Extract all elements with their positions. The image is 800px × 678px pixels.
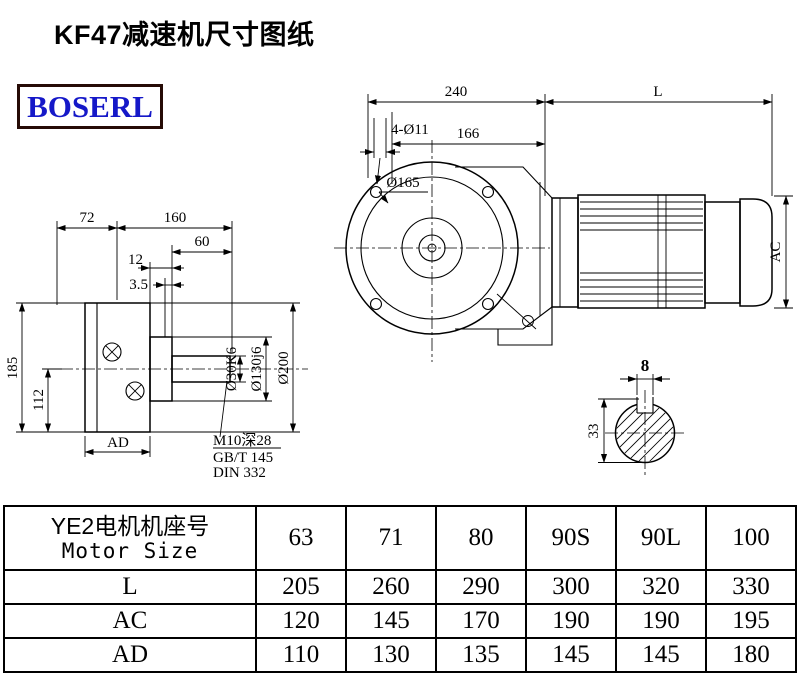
value-cell: 260 (345, 569, 437, 605)
table-header-cn: YE2电机机座号 (50, 512, 210, 539)
bolt-hole (481, 185, 495, 199)
dim-spigot-dia: Ø130j6 (249, 346, 265, 392)
dim-185: 185 (5, 357, 21, 380)
table-header-en: Motor Size (61, 539, 199, 564)
dim-AC: AC (768, 242, 784, 263)
dim-112: 112 (31, 389, 47, 411)
dim-bolt-holes: 4-Ø11 (391, 122, 429, 138)
value-cell: 195 (705, 603, 797, 639)
value-cell: 300 (525, 569, 617, 605)
dim-shaft-dia: Ø30K6 (224, 346, 240, 391)
shaft-section: 8 33 (586, 356, 685, 478)
front-view-flange (334, 140, 550, 362)
boserl-logo-text: BOSERL (27, 88, 153, 124)
motor-flange (551, 197, 579, 308)
value-cell: 120 (255, 603, 347, 639)
table-header-row: YE2电机机座号 Motor Size 63 71 80 90S 90L 100 (3, 505, 797, 571)
note-tap-hole: M10深28 (213, 432, 271, 449)
motor-fins (580, 195, 703, 308)
dim-166: 166 (457, 126, 480, 142)
value-cell: 170 (435, 603, 527, 639)
motor (551, 194, 773, 309)
row-label-AD: AD (3, 637, 257, 673)
row-label-L: L (3, 569, 257, 605)
motor-size-90s: 90S (525, 505, 617, 571)
table-header-cell: YE2电机机座号 Motor Size (3, 505, 257, 571)
motor-size-63: 63 (255, 505, 347, 571)
note-gb-standard: GB/T 145 (213, 450, 273, 466)
page-title: KF47减速机尺寸图纸 (54, 20, 315, 50)
dim-shaft-height: 33 (586, 424, 602, 439)
front-view-dimensions: 240 L 166 4-Ø11 Ø165 AC (360, 84, 793, 309)
dim-160: 160 (164, 210, 187, 226)
value-cell: 190 (525, 603, 617, 639)
row-label-AC: AC (3, 603, 257, 639)
boserl-logo: BOSERL (17, 84, 163, 129)
value-cell: 145 (615, 637, 707, 673)
value-cell: 320 (615, 569, 707, 605)
value-cell: 130 (345, 637, 437, 673)
value-cell: 190 (615, 603, 707, 639)
motor-size-table: YE2电机机座号 Motor Size 63 71 80 90S 90L 100… (3, 505, 797, 673)
value-cell: 135 (435, 637, 527, 673)
table-row-AC: AC 120 145 170 190 190 195 (3, 603, 797, 639)
note-din-standard: DIN 332 (213, 465, 266, 481)
dim-240: 240 (445, 84, 468, 100)
motor-size-90l: 90L (615, 505, 707, 571)
bolt-hole (481, 297, 495, 311)
value-cell: 180 (705, 637, 797, 673)
motor-fan-cover (739, 198, 773, 307)
table-row-AD: AD 110 130 135 145 145 180 (3, 637, 797, 673)
value-cell: 110 (255, 637, 347, 673)
side-view-dimensions: 72 160 60 12 3.5 185 112 AD Ø30K6 Ø130j6 (5, 210, 300, 481)
dim-flange-dia: Ø200 (276, 351, 292, 384)
value-cell: 330 (705, 569, 797, 605)
gearbox-housing (455, 166, 553, 346)
value-cell: 205 (255, 569, 347, 605)
dim-12: 12 (128, 252, 143, 268)
dim-AD: AD (107, 435, 129, 451)
dim-72: 72 (80, 210, 95, 226)
motor-body (577, 194, 706, 309)
dim-key-width: 8 (641, 356, 650, 375)
value-cell: 145 (525, 637, 617, 673)
motor-endbell (704, 201, 741, 304)
value-cell: 145 (345, 603, 437, 639)
value-cell: 290 (435, 569, 527, 605)
dim-3-5: 3.5 (129, 277, 148, 293)
table-row-L: L 205 260 290 300 320 330 (3, 569, 797, 605)
motor-size-80: 80 (435, 505, 527, 571)
motor-size-71: 71 (345, 505, 437, 571)
dimension-drawing: 240 L 166 4-Ø11 Ø165 AC (5, 84, 793, 481)
motor-size-100: 100 (705, 505, 797, 571)
dim-60: 60 (195, 234, 210, 250)
side-view (60, 302, 308, 433)
side-body (84, 302, 151, 433)
bolt-hole (369, 297, 383, 311)
dim-165: Ø165 (386, 175, 419, 191)
dim-L: L (653, 84, 662, 100)
